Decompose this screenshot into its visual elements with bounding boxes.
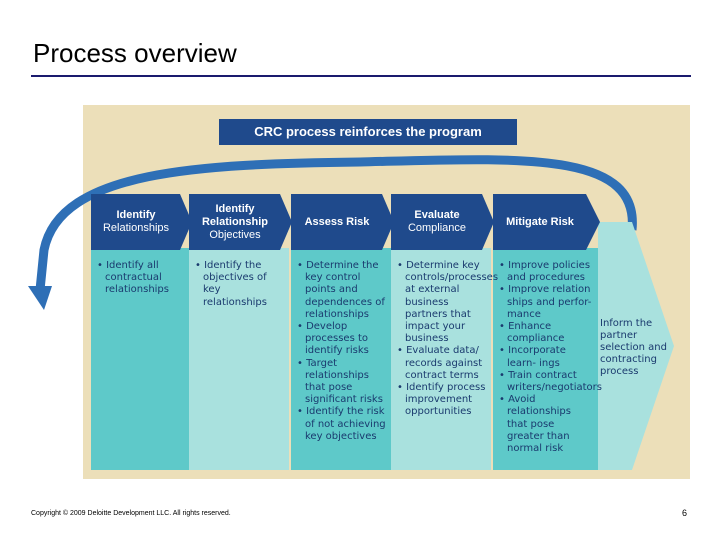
- copyright-footer: Copyright © 2009 Deloitte Development LL…: [31, 510, 231, 517]
- final-step-text: Inform the partner selection and contrac…: [600, 318, 667, 377]
- step-5-item: • Enhance compliance: [499, 321, 565, 345]
- step-column-1: • Identify all contractual relationships: [91, 248, 189, 470]
- step-4-item: • Determine key controls/processes at ex…: [397, 260, 499, 345]
- step-column-4: • Determine key controls/processes at ex…: [391, 248, 499, 470]
- step-3-item: • Develop processes to identify risks: [297, 321, 369, 357]
- step-3-item: • Determine the key control points and d…: [297, 260, 385, 320]
- step-4-item: • Evaluate data/ records against contrac…: [397, 345, 483, 381]
- step-header-1-line1: Identify: [116, 209, 156, 221]
- step-4-item: • Identify process improvement opportuni…: [397, 382, 486, 418]
- column-bg-5: [493, 248, 598, 470]
- step-2-item: • Identify the objectives of key relatio…: [195, 260, 267, 308]
- page-title: Process overview: [33, 38, 237, 68]
- step-header-4: Evaluate Compliance: [391, 194, 483, 250]
- step-5-item: • Avoid relationships that pose greater …: [499, 394, 571, 455]
- page-number: 6: [682, 508, 688, 518]
- header-shape-3: [291, 194, 394, 250]
- column-bg-3: [291, 248, 391, 470]
- step-header-5: Mitigate Risk: [493, 194, 587, 250]
- step-5-item: • Incorporate learn- ings: [499, 345, 566, 369]
- step-5-item: • Train contract writers/negotiators: [499, 369, 602, 394]
- step-column-5: • Improve policies and procedures • Impr…: [493, 248, 602, 470]
- step-header-4-line2: Compliance: [407, 222, 467, 234]
- step-header-1-line2: Relationships: [102, 222, 170, 234]
- step-header-3-line1: Assess Risk: [304, 215, 370, 228]
- column-bg-1: [91, 248, 189, 470]
- step-column-3: • Determine the key control points and d…: [291, 248, 391, 470]
- step-3-item: • Target relationships that pose signifi…: [297, 357, 383, 406]
- step-header-2-line1: Identify Relationship: [201, 202, 268, 228]
- header-shape-4: [391, 194, 494, 250]
- step-header-5-line1: Mitigate Risk: [506, 215, 574, 228]
- step-5-item: • Improve relation ships and perfor- man…: [499, 284, 592, 320]
- title-divider: [31, 75, 691, 77]
- return-arrow: [35, 155, 637, 291]
- step-header-2: Identify Relationship Objectives: [189, 194, 281, 250]
- column-bg-4: [391, 248, 491, 470]
- step-3-item: • Identify the risk of not achieving key…: [297, 406, 386, 442]
- column-bg-2: [189, 248, 289, 470]
- step-5-item: • Improve policies and procedures: [499, 260, 591, 284]
- header-shape-1: [91, 194, 192, 250]
- step-header-3: Assess Risk: [291, 194, 383, 250]
- header-shape-2: [189, 194, 292, 250]
- header-shape-5: [493, 194, 600, 250]
- final-arrow-shape: [598, 222, 674, 470]
- diagram-banner: CRC process reinforces the program: [219, 119, 517, 145]
- step-1-item: • Identify all contractual relationships: [97, 260, 169, 296]
- step-column-2: • Identify the objectives of key relatio…: [189, 248, 289, 470]
- step-header-4-line1: Evaluate: [414, 209, 460, 221]
- step-header-2-line2: Objectives: [209, 228, 261, 241]
- return-arrow-head: [28, 286, 52, 310]
- step-header-1: Identify Relationships: [91, 194, 181, 250]
